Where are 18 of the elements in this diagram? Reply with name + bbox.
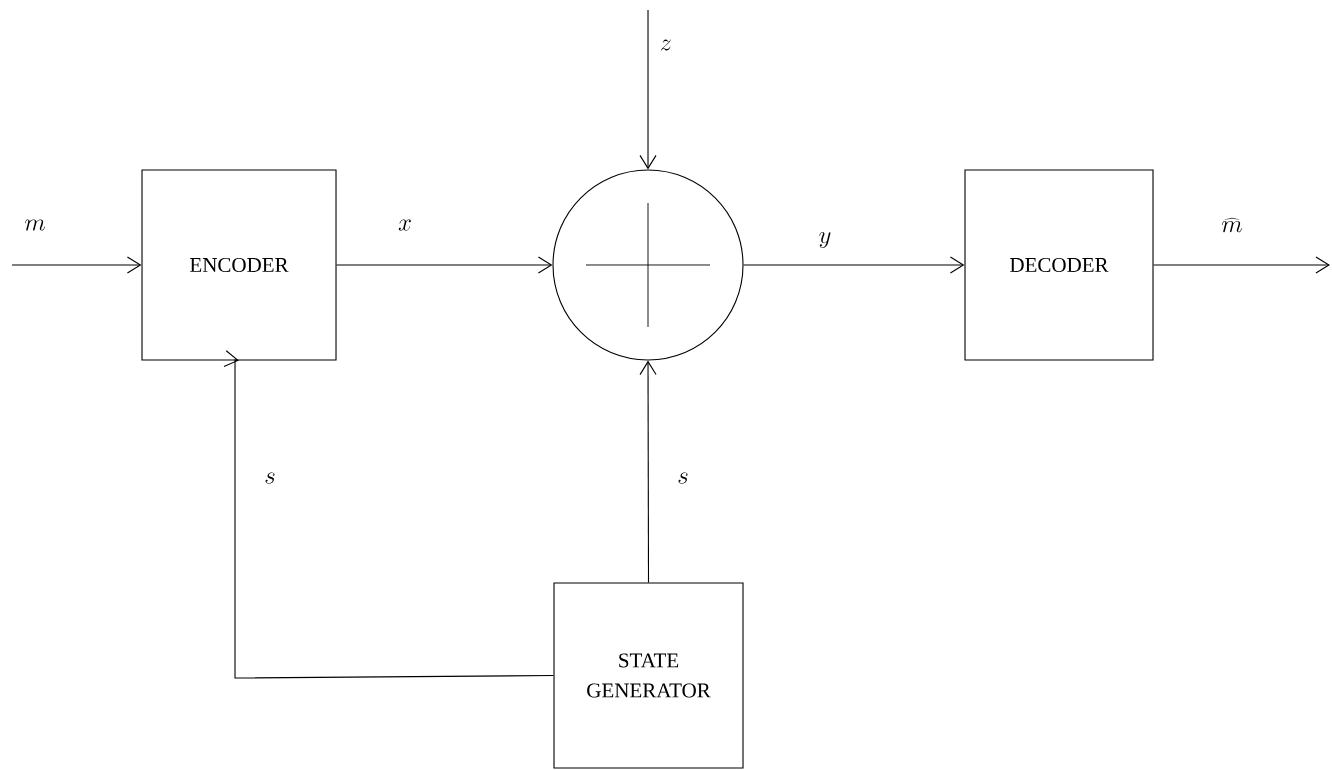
arrow	[1153, 256, 1330, 274]
block-box: ENCODER	[141, 169, 337, 361]
adder-circle	[552, 169, 744, 361]
block-box: STATE GENERATOR	[553, 582, 744, 769]
edge-label: $s$	[263, 471, 277, 485]
edge-label: $s$	[676, 471, 690, 485]
arrow	[639, 360, 657, 583]
edge-label: $\widehat{m}$	[1220, 217, 1244, 233]
arrow	[743, 256, 965, 274]
edge-label: $x$	[397, 218, 413, 232]
arrow	[11, 256, 142, 274]
arrow	[639, 9, 657, 170]
arrow	[223, 350, 554, 679]
block-box: DECODER	[964, 169, 1154, 361]
edge-label: $m$	[23, 218, 47, 232]
arrow	[336, 256, 553, 274]
edge-label: $y$	[817, 231, 833, 249]
edge-label: $z$	[658, 38, 674, 52]
